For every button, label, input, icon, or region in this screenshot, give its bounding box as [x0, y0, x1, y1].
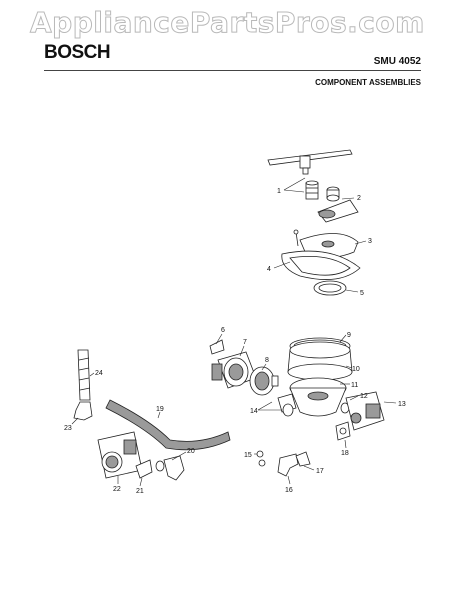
- header-rule: [44, 70, 421, 71]
- callout-23: 23: [64, 425, 72, 432]
- part-4-gasket: [281, 250, 361, 280]
- part-23-elbow: [73, 401, 93, 421]
- part-21-clamp: [135, 459, 153, 479]
- callout-14: 14: [250, 408, 258, 415]
- callout-13: 13: [398, 401, 406, 408]
- part-19-drain-hose: [105, 399, 231, 451]
- part-24-hose: [77, 349, 91, 401]
- callout-22: 22: [113, 486, 121, 493]
- part-15-plug: [256, 450, 266, 467]
- callout-15: 15: [244, 452, 252, 459]
- part-2-bushing: [317, 186, 359, 223]
- watermark-logo: AppliancePartsPros.com: [30, 6, 425, 40]
- part-17-bracket: [295, 451, 311, 467]
- part-18-washer: [335, 421, 351, 441]
- part-7-motor: [211, 351, 257, 389]
- callout-4: 4: [267, 266, 271, 273]
- brand-logo: BOSCH: [44, 42, 111, 63]
- callout-8: 8: [265, 357, 269, 364]
- callout-5: 5: [360, 290, 364, 297]
- section-title: COMPONENT ASSEMBLIES: [315, 78, 421, 87]
- model-number: SMU 4052: [373, 56, 421, 67]
- callout-12: 12: [360, 393, 368, 400]
- part-20-hose-fitting: [155, 455, 185, 481]
- callout-9: 9: [347, 332, 351, 339]
- callout-21: 21: [136, 488, 144, 495]
- part-16-elbow: [277, 453, 299, 477]
- callout-24: 24: [95, 370, 103, 377]
- part-10-sump: [287, 341, 353, 381]
- part-13-valve: [345, 391, 385, 431]
- callout-2: 2: [357, 195, 361, 202]
- part-14-hose-connector: [277, 393, 297, 417]
- part-6-clip: [209, 339, 225, 355]
- callout-6: 6: [221, 327, 225, 334]
- part-22-inlet-valve: [97, 431, 143, 479]
- part-5-seal: [313, 280, 347, 296]
- callout-20: 20: [187, 448, 195, 455]
- part-8-impeller: [249, 366, 279, 396]
- part-1-nozzle: [305, 180, 319, 200]
- part-11-pump-housing: [289, 377, 347, 417]
- callout-19: 19: [156, 406, 164, 413]
- callout-7: 7: [243, 339, 247, 346]
- callout-18: 18: [341, 450, 349, 457]
- callout-3: 3: [368, 238, 372, 245]
- leader-lines: [71, 177, 397, 487]
- spray-arm: [267, 149, 353, 175]
- callout-11: 11: [351, 382, 358, 389]
- callout-10: 10: [352, 366, 360, 373]
- callout-1: 1: [277, 188, 281, 195]
- callout-16: 16: [285, 487, 293, 494]
- callout-17: 17: [316, 468, 324, 475]
- callout-labels: 1 2 3 4 5 6 7 8 9 10 11 12 13 14 15 16 1…: [64, 188, 406, 495]
